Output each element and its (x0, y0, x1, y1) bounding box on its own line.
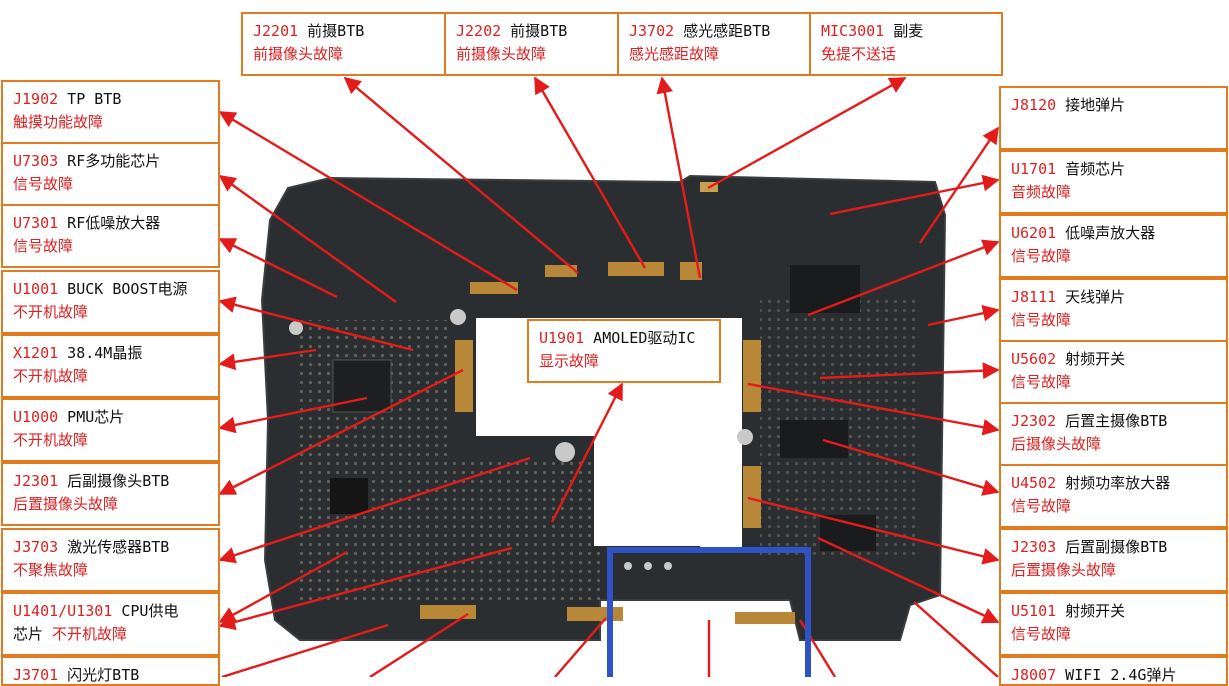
label-j1902: J1902 TP BTB 触摸功能故障 (1, 80, 220, 144)
label-u5602: U5602 射频开关 信号故障 (999, 340, 1228, 404)
highlight-box (607, 547, 811, 677)
label-u7301: U7301 RF低噪放大器 信号故障 (1, 204, 220, 268)
label-x1201: X1201 38.4M晶振 不开机故障 (1, 334, 220, 398)
label-j2201: J2201 前摄BTB 前摄像头故障 (241, 12, 446, 76)
label-j2303: J2303 后置副摄像BTB 后置摄像头故障 (999, 528, 1228, 592)
label-j2301: J2301 后副摄像头BTB 后置摄像头故障 (1, 462, 220, 526)
label-j8111: J8111 天线弹片 信号故障 (999, 278, 1228, 342)
label-u5101: U5101 射频开关 信号故障 (999, 592, 1228, 656)
label-j3701: J3701 闪光灯BTB (1, 656, 220, 686)
label-j8120: J8120 接地弹片 (999, 86, 1228, 150)
label-u1001: U1001 BUCK BOOST电源 不开机故障 (1, 270, 220, 334)
code-j2201: J2201 (253, 22, 299, 40)
label-j2202: J2202 前摄BTB 前摄像头故障 (444, 12, 619, 76)
label-u1401-u1301: U1401/U1301 CPU供电 芯片 不开机故障 (1, 592, 220, 656)
leader-arrows (218, 76, 1000, 677)
label-u4502: U4502 射频功率放大器 信号故障 (999, 464, 1228, 528)
label-u7303: U7303 RF多功能芯片 信号故障 (1, 142, 220, 206)
board-texture-bottom (450, 460, 600, 600)
label-j8007: J8007 WIFI 2.4G弹片 (999, 656, 1228, 686)
board-cutout (594, 430, 742, 546)
label-u1000: U1000 PMU芯片 不开机故障 (1, 398, 220, 462)
label-u1701: U1701 音频芯片 音频故障 (999, 150, 1228, 214)
label-j3702: J3702 感光感距BTB 感光感距故障 (617, 12, 811, 76)
label-u1901: U1901 AMOLED驱动IC 显示故障 (527, 319, 721, 383)
label-mic3001: MIC3001 副麦 免提不送话 (809, 12, 1003, 76)
label-u6201: U6201 低噪声放大器 信号故障 (999, 214, 1228, 278)
label-j2302: J2302 后置主摄像BTB 后摄像头故障 (999, 402, 1228, 466)
label-j3703: J3703 激光传感器BTB 不聚焦故障 (1, 528, 220, 592)
